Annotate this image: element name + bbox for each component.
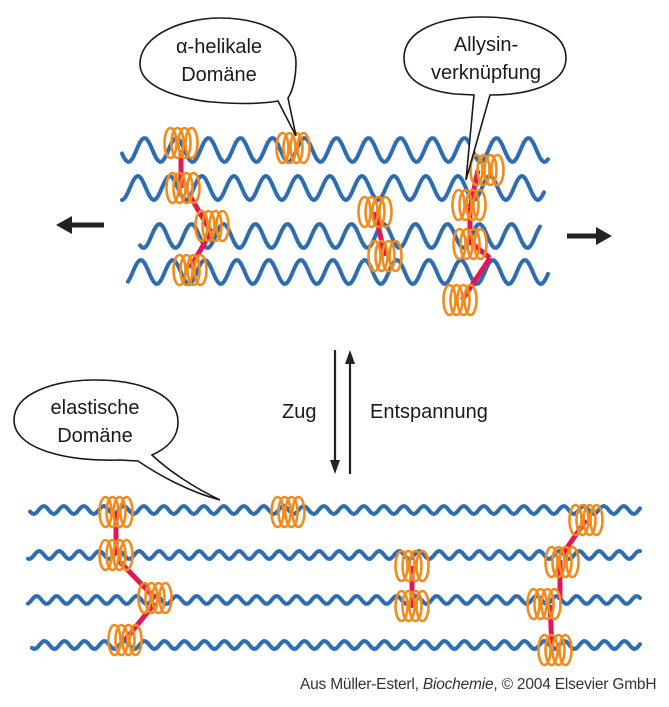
allysine-callout: Allysin- verknüpfung (403, 16, 567, 181)
credit-book: Biochemie (422, 676, 494, 693)
helix-coil (442, 283, 478, 317)
helix-coil (367, 239, 403, 273)
helix-coil (107, 623, 143, 657)
helical-callout-line2: Domäne (181, 64, 257, 86)
helix-coil (98, 538, 134, 572)
helix-coil (452, 227, 488, 261)
helix-coil (394, 589, 430, 623)
helix-coil (172, 253, 208, 287)
elastic-domain-callout: elastische Domäne (13, 379, 221, 501)
helix-coil (544, 545, 580, 579)
helix-coil (537, 633, 573, 667)
polypeptide-chain (120, 135, 550, 165)
credit-suffix: , © 2004 Elsevier GmbH (493, 676, 657, 693)
arrow-left-icon (56, 216, 104, 234)
polypeptide-chain (126, 258, 550, 286)
helix-coil (568, 503, 604, 537)
polypeptide-chain (138, 221, 542, 251)
allysine-callout-line1: Allysin- (454, 34, 518, 56)
helix-coil (165, 171, 201, 205)
helix-coil (137, 581, 173, 615)
entspannung-label: Entspannung (370, 401, 488, 423)
helix-coil (357, 195, 393, 229)
helix-coil (98, 495, 134, 529)
elastic-callout-line1: elastische (51, 397, 140, 419)
helix-coil (451, 188, 487, 222)
polypeptide-chain (26, 549, 642, 561)
helix-coil (394, 549, 430, 583)
arrow-down-icon (330, 350, 340, 474)
helix-coil (270, 495, 306, 529)
arrow-right-icon (567, 227, 612, 245)
helix-coil (163, 126, 199, 160)
helix-coil (194, 209, 230, 243)
helix-coil (469, 153, 505, 187)
crosslink (459, 256, 493, 302)
credit-prefix: Aus Müller-Esterl, (300, 676, 423, 693)
allysine-callout-line2: verknüpfung (431, 62, 541, 84)
arrow-up-icon (345, 350, 355, 474)
source-credit: Aus Müller-Esterl, Biochemie, © 2004 Els… (300, 676, 665, 694)
elastic-callout-line2: Domäne (57, 425, 133, 447)
crosslink (187, 230, 214, 270)
helix-coil (526, 587, 562, 621)
helical-domain-callout: α-helikale Domäne (139, 17, 297, 137)
helical-callout-line1: α-helikale (176, 36, 262, 58)
alpha-helical-domains (98, 126, 604, 667)
zug-label: Zug (282, 401, 316, 423)
helix-coil (275, 131, 311, 165)
